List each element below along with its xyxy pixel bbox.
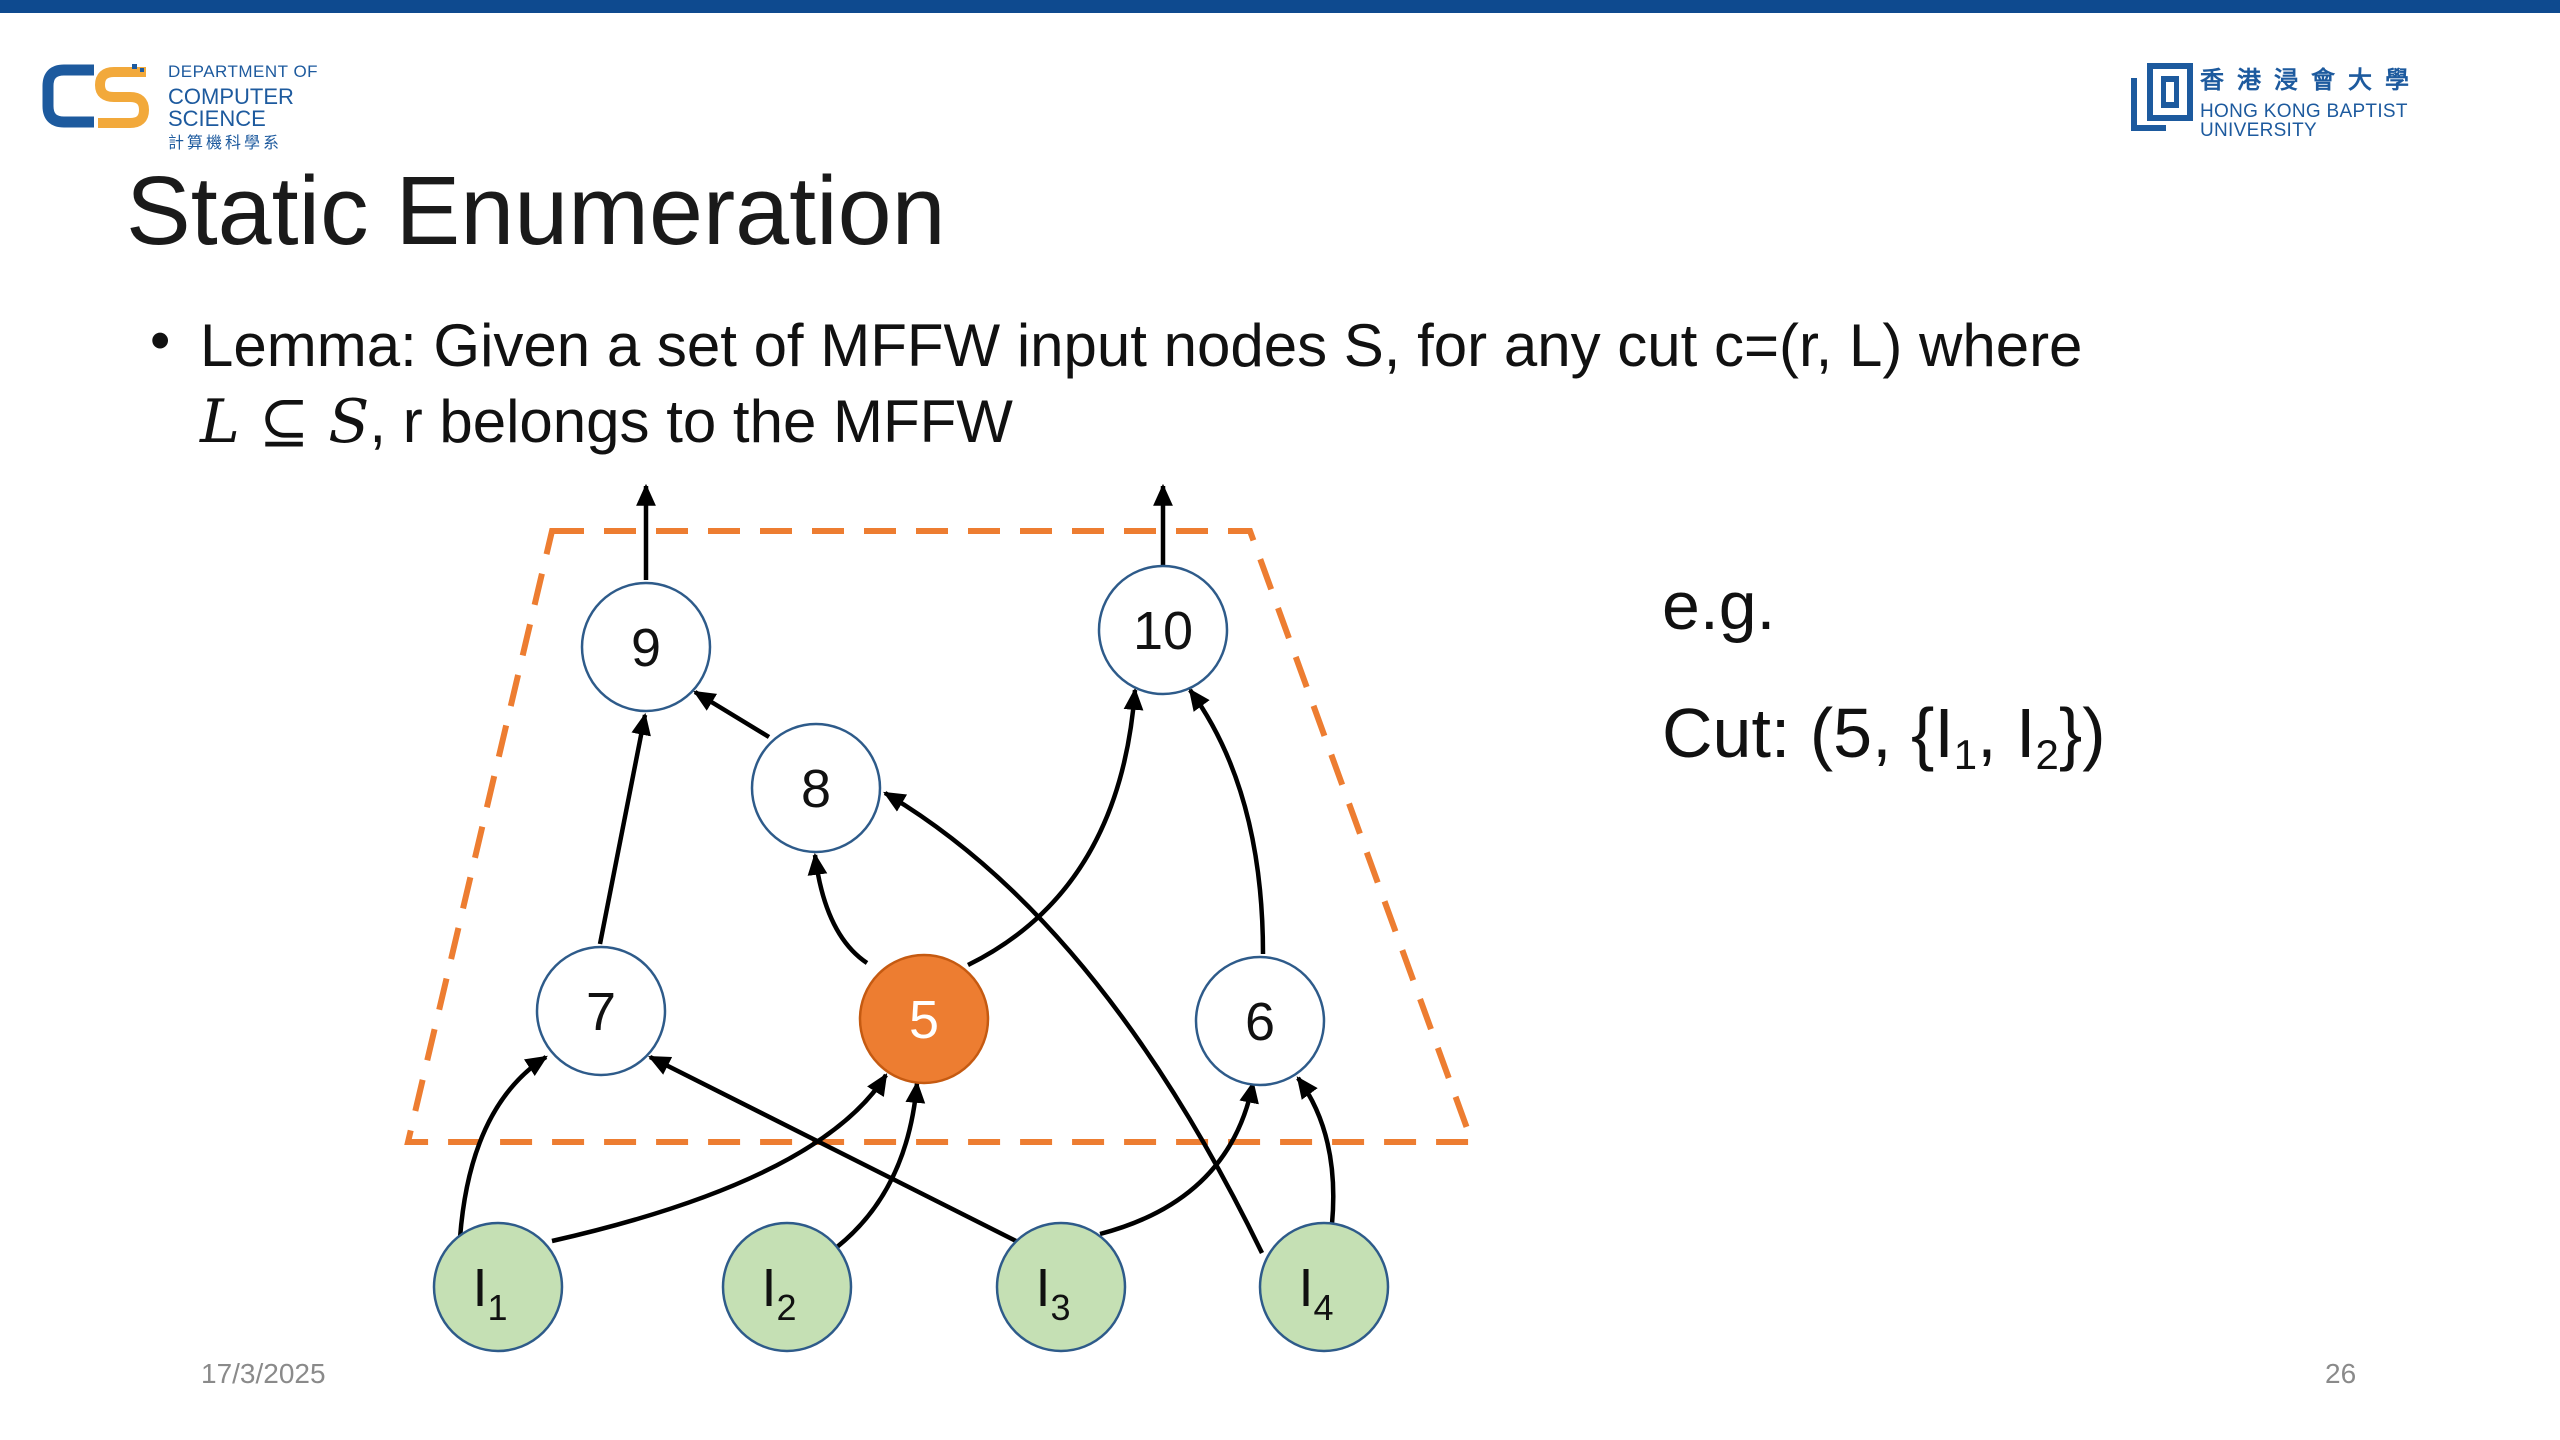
university-logo: 香港浸會大學 HONG KONG BAPTIST UNIVERSITY: [2128, 62, 2528, 142]
edge-5-10: [967, 687, 1144, 968]
university-name-chinese: 香港浸會大學: [2200, 66, 2422, 94]
dept-name-chinese: 計算機科學系: [168, 133, 283, 152]
example-cut-suffix: }): [2058, 694, 2106, 772]
node-6-label: 6: [1245, 992, 1275, 1052]
hkbu-emblem-icon: [2131, 63, 2193, 131]
node-7: [535, 945, 667, 1077]
dept-name-line1: DEPARTMENT OF: [168, 62, 319, 81]
input-node-i4-label: I4: [1298, 1258, 1333, 1328]
example-label: e.g.: [1662, 568, 1776, 644]
node-7-label: 7: [586, 982, 616, 1042]
university-name-english: HONG KONG BAPTIST UNIVERSITY: [2200, 101, 2408, 141]
example-cut-middle: , I: [1977, 694, 2036, 772]
edge-i3-7: [648, 1054, 1022, 1246]
edge-i1-7: [457, 1055, 548, 1239]
lemma-line-2: L ⊆ S, r belongs to the MFFW: [200, 392, 1013, 453]
edge-i4-6: [1296, 1076, 1336, 1225]
diagram-edges: [457, 483, 1336, 1254]
node-5-label: 5: [909, 990, 939, 1050]
department-logo: DEPARTMENT OF COMPUTER SCIENCE 計算機科學系: [42, 60, 392, 151]
node-10: [1097, 564, 1229, 696]
lemma-line-2-text: , r belongs to the MFFW: [369, 388, 1013, 455]
math-subset-operator: ⊆: [239, 387, 329, 457]
dept-name-line2: COMPUTER SCIENCE: [168, 84, 294, 131]
top-accent-bar: [0, 0, 2560, 13]
cs-logo-icon: [42, 64, 150, 128]
slide-number: 26: [2325, 1358, 2357, 1389]
node-6: [1194, 955, 1326, 1087]
input-node-i3: [995, 1221, 1127, 1353]
input-node-i2: [721, 1221, 853, 1353]
input-node-i2-label: I2: [761, 1258, 796, 1328]
edge-7-9: [597, 712, 651, 945]
example-cut-prefix: Cut: (5, {I: [1662, 694, 1954, 772]
node-9-label: 9: [631, 618, 661, 678]
edge-i2-5: [835, 1080, 926, 1249]
edge-8-9: [693, 690, 771, 739]
node-9: [580, 581, 712, 713]
math-symbol-s: S: [328, 387, 370, 457]
footer-date: 17/3/2025: [201, 1358, 326, 1389]
bullet-marker: •: [150, 308, 171, 373]
input-node-i1-label: I1: [472, 1258, 507, 1328]
edge-i4-8: [883, 791, 1265, 1254]
example-cut: Cut: (5, {I1, I2}): [1662, 698, 2106, 776]
example-cut-subscript-1: 1: [1953, 731, 1978, 778]
node-8-label: 8: [801, 759, 831, 819]
edge-i1-5: [551, 1073, 888, 1244]
edge-5-8: [807, 852, 869, 965]
slide-title: Static Enumeration: [126, 156, 946, 265]
example-cut-subscript-2: 2: [2035, 731, 2059, 778]
input-node-i3-label: I3: [1035, 1258, 1070, 1328]
edge-6-10: [1188, 688, 1266, 955]
edge-i3-6: [1099, 1080, 1259, 1237]
node-8: [750, 722, 882, 854]
math-symbol-l: L: [200, 387, 240, 457]
lemma-line-1: Lemma: Given a set of MFFW input nodes S…: [200, 312, 2083, 379]
node-5-highlighted: [858, 953, 990, 1085]
node-10-label: 10: [1133, 601, 1193, 661]
mffw-window-outline: [404, 528, 1477, 1145]
input-node-i1: [432, 1221, 564, 1353]
input-node-i4: [1258, 1221, 1390, 1353]
